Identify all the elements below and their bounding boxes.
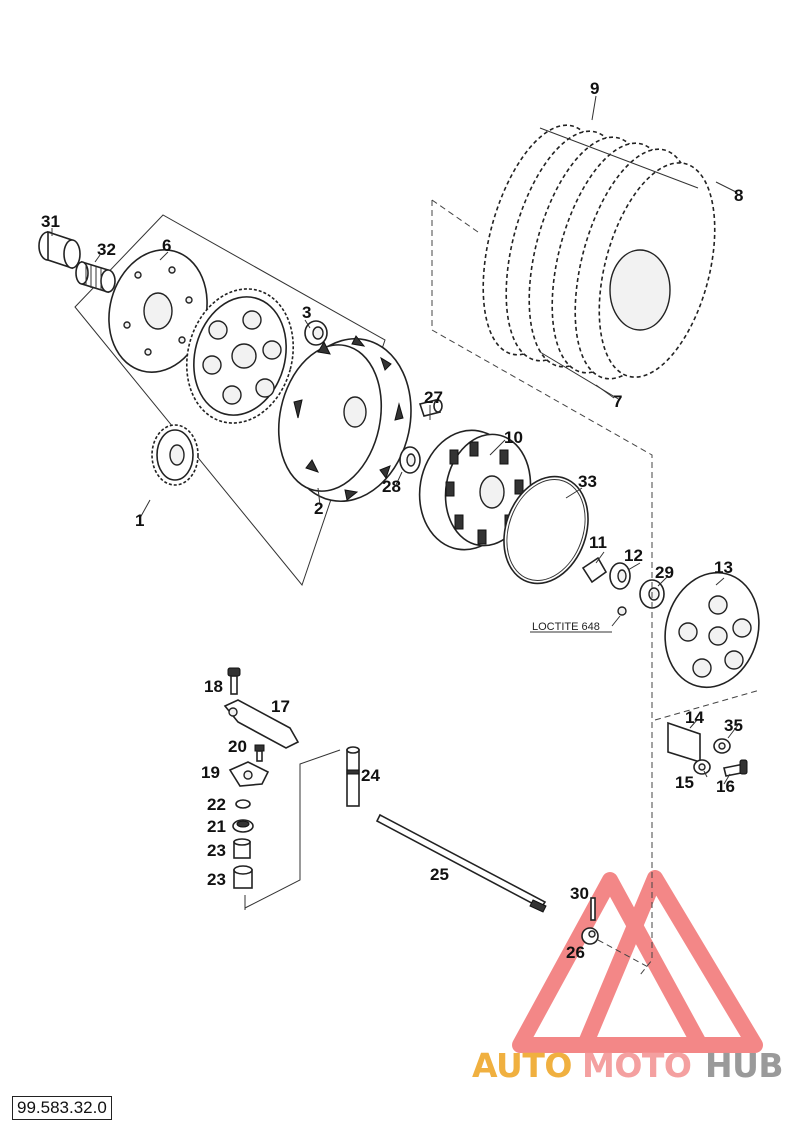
part-20-screw [254, 744, 265, 762]
label-14: 14 [685, 708, 704, 727]
leader-lines [51, 95, 739, 785]
label-29: 29 [655, 563, 674, 582]
part-23-bushing-b [233, 865, 253, 889]
label-28: 28 [382, 477, 401, 496]
part-15-washer [693, 759, 711, 775]
clutch-plate-stack [482, 124, 716, 401]
part-22-ring [235, 799, 251, 809]
part-30-pin [590, 897, 596, 921]
watermark-auto: AUTO [472, 1046, 572, 1085]
label-20: 20 [228, 737, 247, 756]
label-31: 31 [41, 212, 60, 231]
label-30: 30 [570, 884, 589, 903]
part-1-primary-gear [151, 288, 295, 486]
part-23-bushing-a [233, 838, 251, 859]
part-18-bolt [227, 667, 241, 695]
watermark-hub: HUB [705, 1046, 783, 1085]
part-3-washer [304, 320, 328, 346]
part-26-ball [581, 927, 599, 945]
part-24-release-shaft [346, 746, 360, 807]
label-1: 1 [135, 511, 144, 530]
part-11-thrust-piece [581, 556, 608, 584]
label-23-a: 23 [207, 841, 226, 860]
label-8: 8 [734, 186, 743, 205]
part-16-bolt [723, 759, 748, 777]
part-12-bearing [609, 562, 631, 590]
label-10: 10 [504, 428, 523, 447]
label-23-b: 23 [207, 870, 226, 889]
label-24: 24 [361, 766, 380, 785]
assembly-guide-line [431, 200, 653, 976]
label-2: 2 [314, 499, 323, 518]
label-13: 13 [714, 558, 733, 577]
label-9: 9 [590, 79, 599, 98]
part-14-spring [667, 721, 701, 764]
label-32: 32 [97, 240, 116, 259]
label-6: 6 [162, 236, 171, 255]
label-18: 18 [204, 677, 223, 696]
part-2-clutch-basket [277, 335, 412, 503]
part-19-plate [228, 761, 270, 787]
part-13-pressure-plate [664, 571, 760, 689]
group-outline-2 [244, 749, 341, 909]
watermark-logo [512, 870, 763, 1053]
label-12: 12 [624, 546, 643, 565]
label-22: 22 [207, 795, 226, 814]
watermark-text: AUTO MOTO HUB [472, 1046, 784, 1085]
label-26: 26 [566, 943, 585, 962]
part-21-seal [232, 819, 254, 833]
part-28-washer [399, 446, 421, 474]
label-27: 27 [424, 388, 443, 407]
part-25-push-rod [375, 813, 547, 913]
part-33-o-ring [503, 475, 589, 585]
part-32-needle-bearing [75, 260, 116, 294]
label-33: 33 [578, 472, 597, 491]
label-25: 25 [430, 865, 449, 884]
label-35: 35 [724, 716, 743, 735]
label-3: 3 [302, 303, 311, 322]
label-17: 17 [271, 697, 290, 716]
label-19: 19 [201, 763, 220, 782]
part-31-bushing [38, 230, 81, 270]
label-21: 21 [207, 817, 226, 836]
part-35-washer [713, 738, 731, 754]
label-16: 16 [716, 777, 735, 796]
label-7: 7 [613, 392, 622, 411]
label-15: 15 [675, 773, 694, 792]
watermark-moto: MOTO [582, 1046, 691, 1085]
reference-code-box: 99.583.32.0 [12, 1096, 112, 1120]
part-17-clutch-lever [223, 699, 300, 749]
loctite-note: LOCTITE 648 [532, 621, 600, 633]
group-outline-1 [74, 214, 386, 587]
loctite-screw-icon [617, 606, 627, 616]
label-11: 11 [589, 533, 607, 552]
